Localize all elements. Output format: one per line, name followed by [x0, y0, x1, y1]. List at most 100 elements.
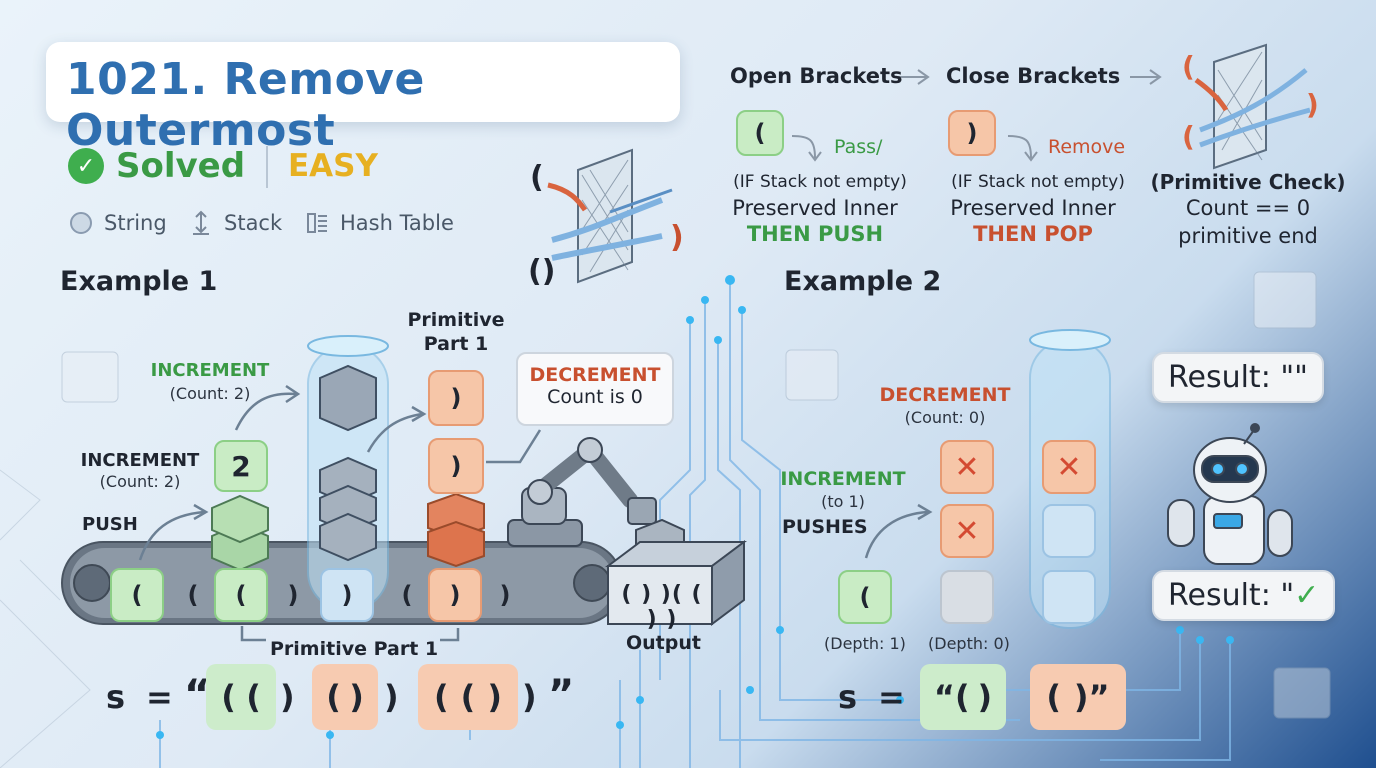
ex1-s-open-quote: “	[184, 672, 211, 718]
ex2-empty-slot	[1042, 504, 1096, 558]
primitive-check-line1: Count == 0	[1185, 196, 1311, 220]
ex1-decrement-label: DECREMENT	[529, 364, 661, 386]
ex2-decrement: DECREMENT	[879, 384, 1011, 406]
ex1-s-close-quote: ”	[548, 672, 575, 718]
ex2-increment-sub: (to 1)	[821, 492, 865, 511]
ex1-s-chip-orange-2: ( ( )	[418, 664, 518, 730]
title-card: 1021. Remove Outermost	[46, 42, 680, 156]
output-label: Output	[626, 632, 701, 654]
ex1-increment-top-count: (Count: 2)	[169, 384, 251, 403]
result-check-label: Result: "	[1168, 578, 1295, 613]
ex2-empty-slot	[940, 570, 994, 624]
ex2-s-char: )	[977, 678, 993, 716]
legend-open-action: Pass/	[834, 136, 883, 158]
legend-close-cond: (IF Stack not empty)	[951, 172, 1125, 192]
output-box-text: ( ) )( ( ) )	[621, 582, 703, 632]
tag-label: String	[104, 211, 167, 235]
belt-item-open: (	[401, 581, 413, 609]
tag-label: Hash Table	[340, 211, 454, 235]
ex1-push-label: PUSH	[82, 514, 138, 535]
ex1-s-char: )	[349, 678, 364, 716]
filter-close-bracket: )	[670, 220, 684, 255]
ex1-s-char: (	[246, 678, 261, 716]
ex2-pushes-label: PUSHES	[782, 516, 868, 538]
belt-item-open: (	[187, 581, 199, 609]
page-title: 1021. Remove Outermost	[66, 54, 425, 156]
belt-item-close: )	[287, 581, 299, 609]
ex1-increment-count: (Count: 2)	[99, 472, 181, 491]
ex1-s-char: )	[522, 678, 537, 716]
legend-open-then: THEN PUSH	[746, 222, 884, 246]
ex1-s-eq: =	[146, 678, 173, 716]
ex1-s-char: )	[384, 678, 399, 716]
stack-arrow-icon	[188, 210, 214, 236]
ex1-s-char: (	[460, 678, 476, 716]
result-empty: Result: ""	[1152, 352, 1324, 403]
ex2-increment: INCREMENT	[780, 468, 906, 490]
status-divider	[266, 146, 268, 188]
difficulty-badge: EASY	[288, 148, 378, 184]
tag-hash-table[interactable]: Hash Table	[304, 210, 454, 236]
primitive-check-title: (Primitive Check)	[1150, 170, 1346, 194]
ex2-s-char: )”	[1073, 678, 1110, 716]
belt-item-open: (	[110, 568, 164, 622]
legend-open-preserve: Preserved Inner	[732, 196, 898, 220]
ex1-count-box: 2	[214, 440, 268, 492]
filter2-open-bracket: (	[1182, 50, 1195, 83]
close-brackets-title: Close Brackets	[946, 64, 1121, 88]
ex2-removed-mark: ✕	[1042, 440, 1096, 494]
ex1-stack-close-2: )	[428, 438, 484, 494]
belt-item-open: (	[214, 568, 268, 622]
belt-item-close: )	[499, 581, 511, 609]
ex2-s-eq: =	[878, 678, 905, 716]
ex1-s-chip-green: ( (	[206, 664, 276, 730]
ex2-s-chip-orange: ( )”	[1030, 664, 1126, 730]
ex1-primitive-part-bottom: Primitive Part 1	[270, 638, 439, 660]
belt-item-close: )	[428, 568, 482, 622]
legend-open-box: (	[736, 110, 784, 156]
ex1-s-char: )	[487, 678, 502, 716]
ex1-s-char: (	[221, 678, 236, 716]
ex1-increment-top: INCREMENT	[150, 360, 270, 381]
filter-open-bracket: (	[530, 160, 544, 195]
legend-close-preserve: Preserved Inner	[950, 196, 1116, 220]
filter-pair: ()	[528, 254, 556, 289]
ex2-removed-mark: ✕	[940, 504, 994, 558]
ex1-s-char: (	[434, 678, 449, 716]
ex1-s-char: )	[280, 678, 295, 716]
ex2-depth-0: (Depth: 0)	[928, 634, 1010, 653]
ex2-open-box: (	[838, 570, 892, 624]
tag-string[interactable]: String	[68, 210, 167, 236]
ex2-s-char: (	[1046, 678, 1062, 716]
ex1-s-label: s	[106, 678, 126, 716]
ex1-s-chip-orange-1: ( )	[312, 664, 378, 730]
example2-title: Example 2	[784, 266, 942, 297]
ex1-s-char: (	[326, 678, 341, 716]
ex2-s-char: “(	[933, 678, 970, 716]
ex1-increment: INCREMENT	[80, 450, 200, 471]
filter2-open-bracket-2: (	[1182, 120, 1195, 153]
ex1-decrement-sub: Count is 0	[547, 386, 643, 408]
ex1-primitive-part-title: Primitive Part 1	[407, 309, 505, 355]
table-icon	[304, 210, 330, 236]
circle-icon	[68, 210, 94, 236]
ex1-stack-close-1: )	[428, 370, 484, 426]
solved-label: Solved	[116, 146, 246, 186]
ex2-depth-1: (Depth: 1)	[824, 634, 906, 653]
legend-close-then: THEN POP	[973, 222, 1093, 246]
legend-close-box: )	[948, 110, 996, 156]
primitive-check-line2: primitive end	[1178, 224, 1318, 248]
belt-item-close: )	[320, 568, 374, 622]
ex1-decrement-callout: DECREMENT Count is 0	[516, 352, 674, 426]
legend-close-action: Remove	[1048, 136, 1126, 158]
ex2-s-label: s	[838, 678, 858, 716]
example1-title: Example 1	[60, 266, 218, 297]
tag-stack[interactable]: Stack	[188, 210, 282, 236]
checkmark-icon: ✓	[1294, 578, 1320, 613]
ex2-empty-slot	[1042, 570, 1096, 624]
check-circle-icon: ✓	[68, 148, 104, 184]
solved-status: ✓ Solved	[68, 146, 245, 186]
ex2-removed-mark: ✕	[940, 440, 994, 494]
ex2-decrement-count: (Count: 0)	[904, 408, 986, 427]
filter2-close-bracket: )	[1306, 88, 1319, 121]
